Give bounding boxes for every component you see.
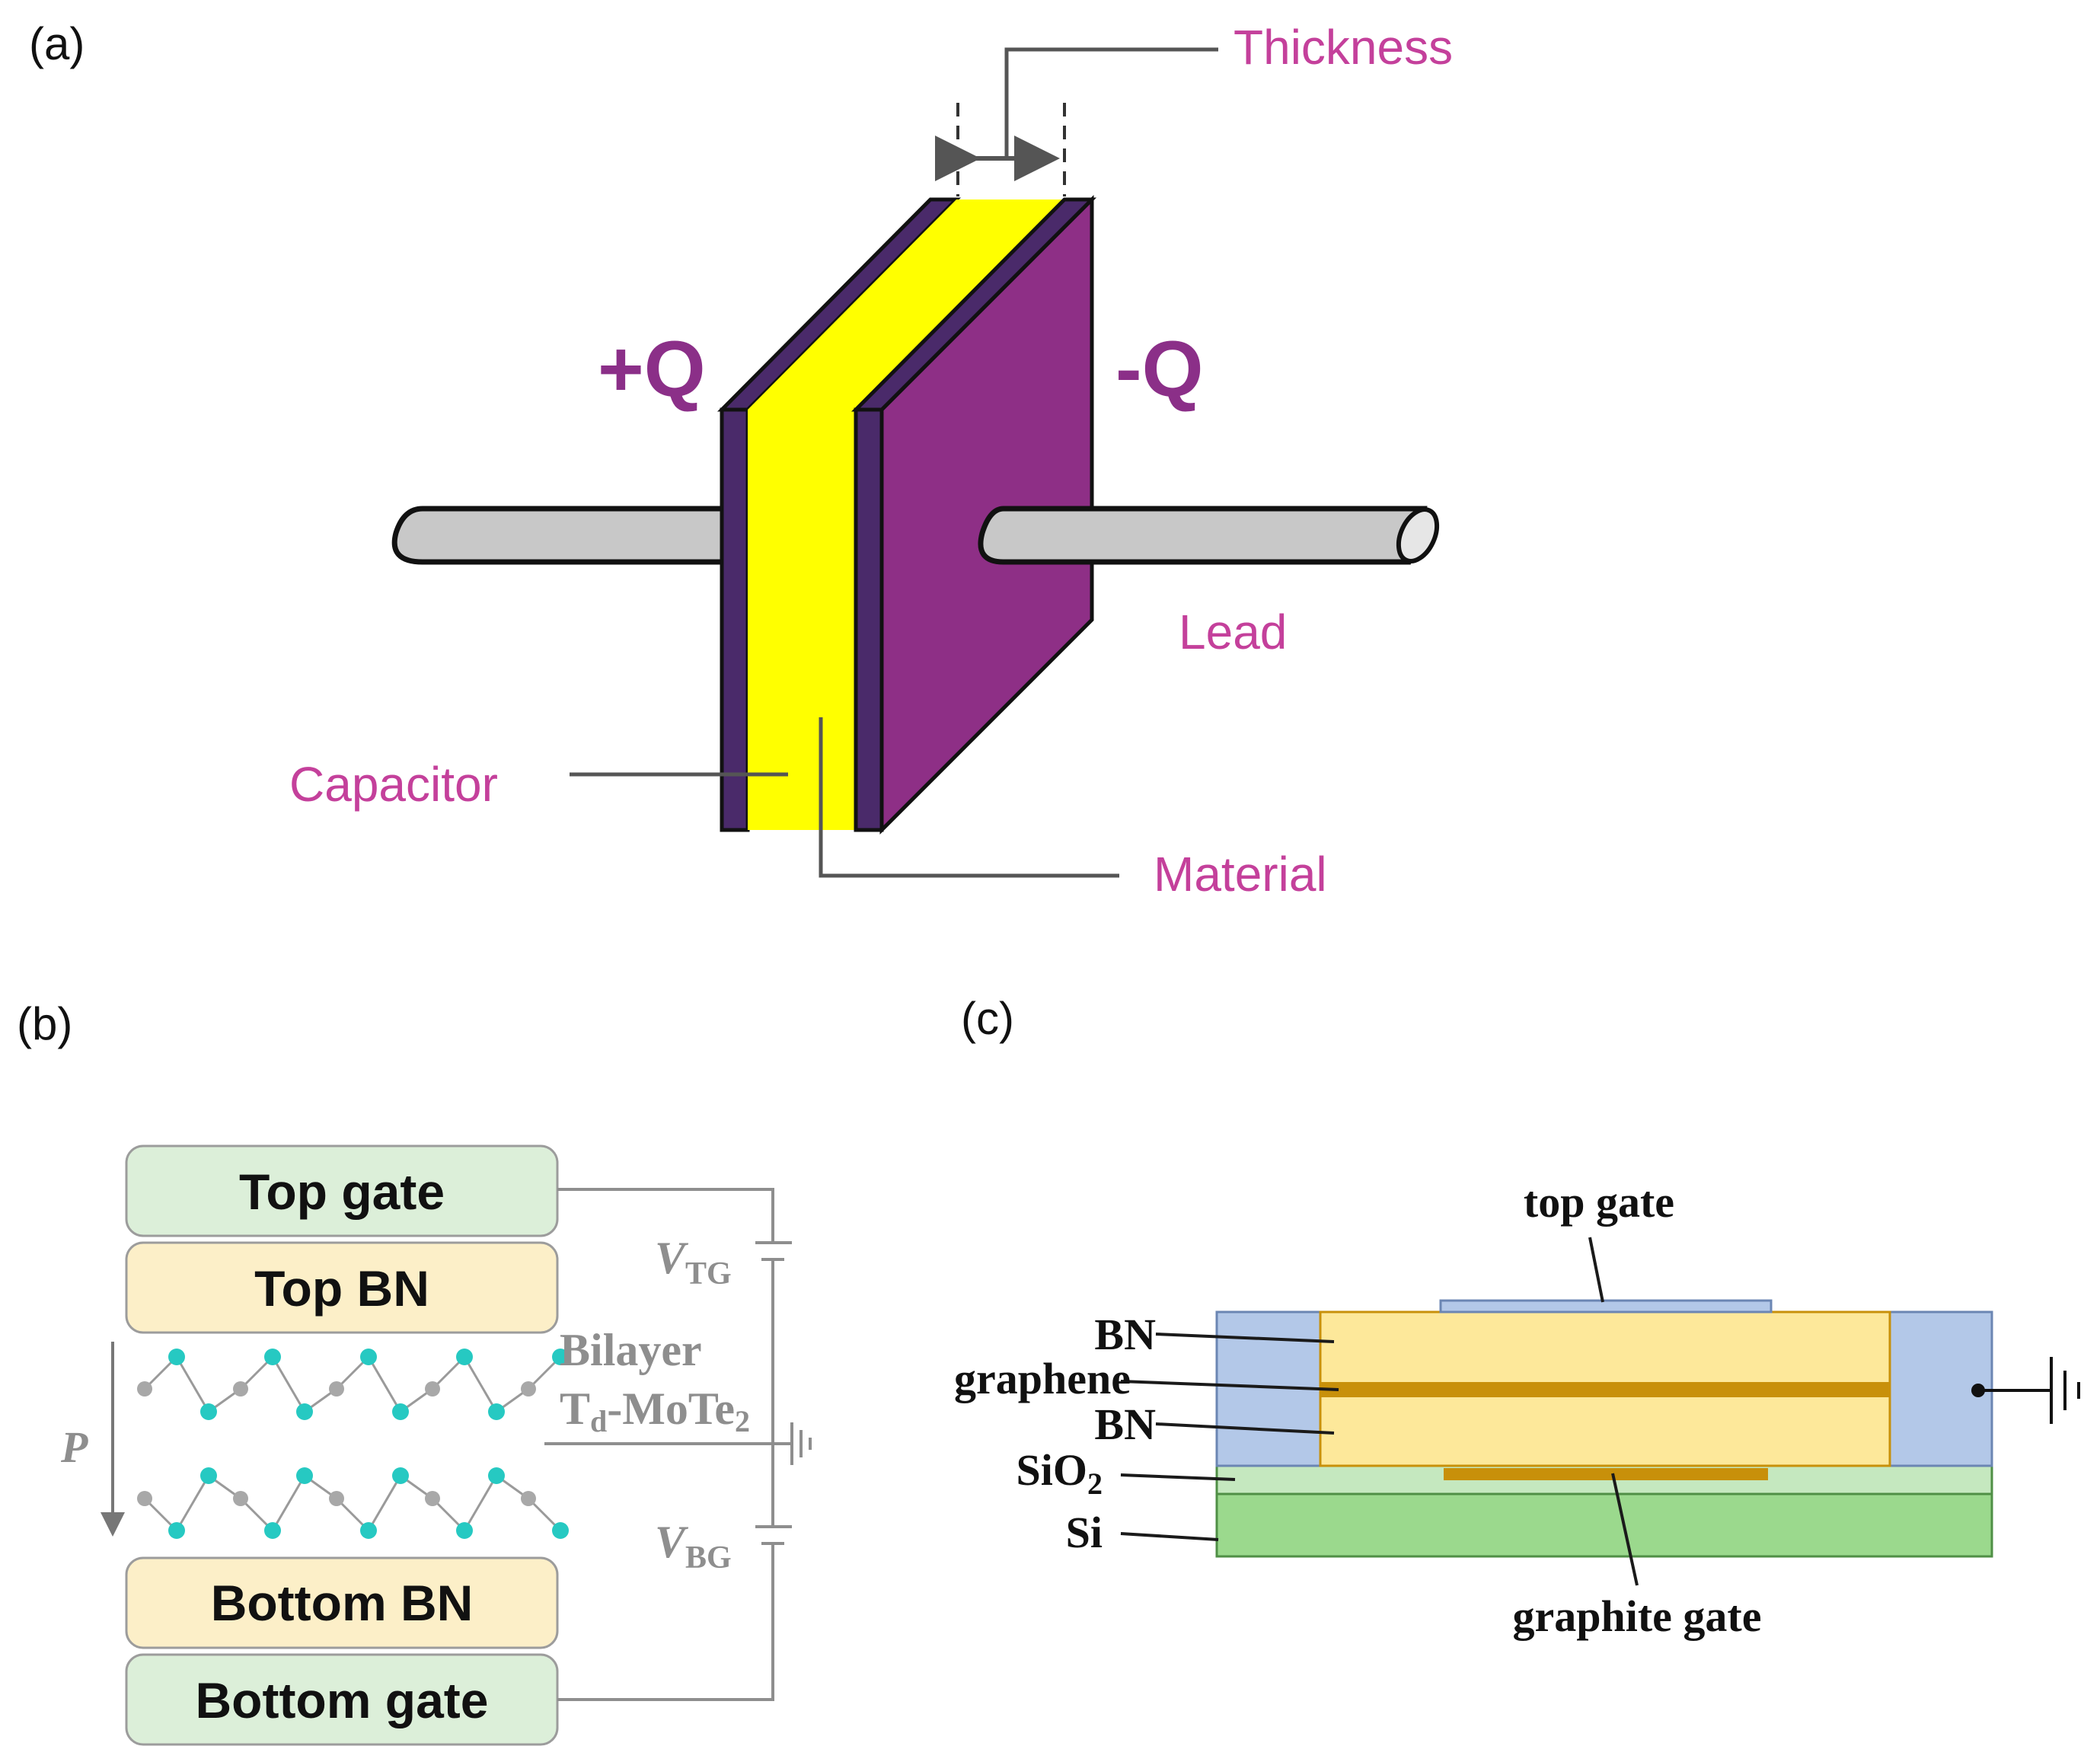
lattice-atom	[425, 1381, 440, 1397]
graphite-gate-electrode	[1444, 1468, 1768, 1480]
lattice-atom	[168, 1349, 185, 1365]
top-gate-leader	[1588, 1237, 1604, 1303]
graphene-text: graphene	[954, 1354, 1131, 1403]
lattice-bond	[463, 1356, 498, 1412]
lattice-atom	[552, 1522, 569, 1539]
lattice-atom	[329, 1381, 344, 1397]
bn-top-leader	[1155, 1333, 1335, 1343]
lattice-atom	[392, 1403, 409, 1420]
thickness-indicator	[935, 47, 1218, 196]
lattice-atom	[488, 1403, 505, 1420]
panel-a-label: (a)	[29, 18, 85, 69]
lattice-atom	[233, 1491, 248, 1506]
lead-label: Lead	[1179, 605, 1287, 659]
lattice-atom	[456, 1522, 473, 1539]
left-lead	[391, 506, 728, 565]
ground-symbol	[1971, 1357, 2080, 1424]
graphene-leader	[1120, 1380, 1339, 1391]
lattice-atom	[233, 1381, 248, 1397]
si-layer	[1215, 1492, 1993, 1558]
panel-b: (b) Top gate Top BN Bottom BN Bottom gat…	[17, 998, 812, 1746]
bn-bottom-text: BN	[1094, 1400, 1156, 1449]
capacitor-label: Capacitor	[289, 757, 498, 812]
bottom-gate-label: Bottom gate	[196, 1672, 489, 1728]
v-bg-label: VBG	[655, 1517, 732, 1575]
lattice-bond	[463, 1475, 498, 1531]
lattice-atom	[456, 1349, 473, 1365]
lattice-atom	[521, 1491, 536, 1506]
bilayer-label: Bilayer	[560, 1325, 702, 1375]
minus-q-label: -Q	[1115, 325, 1204, 413]
lattice-bond	[175, 1356, 210, 1412]
lattice-atom	[488, 1467, 505, 1484]
lattice-atom	[264, 1349, 281, 1365]
panel-a: (a)	[29, 18, 1453, 902]
lattice-bond	[271, 1475, 306, 1531]
lattice-bond	[367, 1475, 402, 1531]
mote2-label: Td-MoTe2	[560, 1384, 750, 1438]
graphite-gate-leader	[1611, 1473, 1639, 1586]
lattice-atom	[168, 1522, 185, 1539]
graphite-gate-text: graphite gate	[1513, 1591, 1762, 1641]
right-lead	[978, 506, 1440, 565]
si-leader	[1120, 1532, 1219, 1541]
si-text: Si	[1066, 1508, 1103, 1557]
mote2-lattice	[137, 1349, 569, 1539]
material-label: Material	[1154, 847, 1327, 902]
lattice-atom	[360, 1349, 377, 1365]
lattice-atom	[296, 1467, 313, 1484]
dielectric-material	[748, 200, 1064, 830]
bottom-bn-box	[125, 1556, 559, 1649]
panel-c-label: (c)	[961, 993, 1014, 1044]
v-tg-label: VTG	[655, 1233, 732, 1291]
lattice-atom	[264, 1522, 281, 1539]
panel-b-label: (b)	[17, 998, 72, 1049]
bn-bottom-leader	[1155, 1422, 1335, 1435]
gate-circuit	[544, 1188, 812, 1701]
lattice-atom	[296, 1403, 313, 1420]
sio2-text: SiO2	[1016, 1445, 1103, 1501]
material-leader-line	[819, 717, 1119, 878]
plus-q-label: +Q	[598, 325, 706, 413]
top-gate-text: top gate	[1524, 1177, 1674, 1227]
lattice-atom	[552, 1349, 569, 1365]
bn-top-text: BN	[1094, 1310, 1156, 1359]
lattice-bond	[175, 1475, 210, 1531]
bottom-bn-label: Bottom BN	[211, 1575, 474, 1631]
top-bn-box	[125, 1241, 559, 1334]
lattice-bond	[271, 1356, 306, 1412]
lattice-bond	[367, 1356, 402, 1412]
top-gate-electrode	[1439, 1299, 1773, 1314]
negative-plate	[851, 194, 1097, 835]
graphene-layer	[1320, 1382, 1890, 1397]
lattice-atom	[200, 1467, 217, 1484]
sio2-leader	[1120, 1473, 1236, 1481]
lattice-atom	[137, 1381, 152, 1397]
lattice-atom	[329, 1491, 344, 1506]
panel-c: (c) top gate BN gra	[954, 993, 2080, 1641]
lattice-atom	[521, 1381, 536, 1397]
lattice-atom	[137, 1491, 152, 1506]
lattice-atom	[360, 1522, 377, 1539]
top-bn-label: Top BN	[254, 1260, 429, 1317]
polarization-label: P	[60, 1422, 88, 1472]
thickness-label: Thickness	[1234, 20, 1453, 75]
lattice-atom	[392, 1467, 409, 1484]
top-gate-label: Top gate	[239, 1163, 445, 1220]
lattice-atom	[425, 1491, 440, 1506]
lattice-atom	[200, 1403, 217, 1420]
